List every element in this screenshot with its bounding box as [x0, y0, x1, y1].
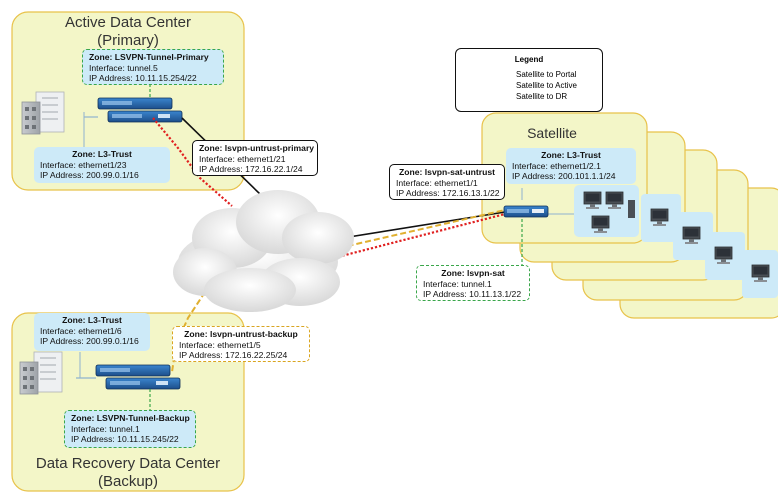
legend-item-dr: Satellite to DR — [516, 92, 568, 101]
dr-dc-title-line2: (Backup) — [97, 473, 159, 490]
active-untrust-zone-name: Zone: lsvpn-untrust-primary — [199, 143, 315, 153]
sat-tunnel-zone-box: Zone: lsvpn-sat Interface: tunnel.1 IP A… — [416, 265, 530, 301]
dr-untrust-zone-box: Zone: lsvpn-untrust-backup Interface: et… — [172, 326, 310, 362]
dr-trust-zone-box: Zone: L3-Trust Interface: ethernet1/6 IP… — [34, 313, 150, 351]
sat-trust-zone-name: Zone: L3-Trust — [541, 150, 601, 160]
active-untrust-zone-box: Zone: lsvpn-untrust-primary Interface: e… — [192, 140, 318, 176]
dr-tunnel-zone-name: Zone: LSVPN-Tunnel-Backup — [71, 413, 190, 423]
dr-untrust-zone-ip: IP Address: 172.16.22.25/24 — [179, 350, 288, 360]
legend-item-portal: Satellite to Portal — [516, 70, 577, 79]
active-tunnel-zone-interface: Interface: tunnel.5 — [89, 62, 158, 73]
active-tunnel-zone-ip: IP Address: 10.11.15.254/22 — [89, 73, 197, 83]
legend-title: Legend — [514, 55, 544, 64]
active-tunnel-zone-box: Zone: LSVPN-Tunnel-Primary Interface: tu… — [82, 49, 224, 85]
legend: Legend Satellite to Portal Satellite to … — [455, 48, 603, 112]
sat-untrust-zone-interface: Interface: ethernet1/1 — [396, 177, 478, 188]
sat-untrust-zone-box: Zone: lsvpn-sat-untrust Interface: ether… — [389, 164, 505, 200]
active-tunnel-zone-name: Zone: LSVPN-Tunnel-Primary — [89, 52, 209, 62]
dr-dc-title: Data Recovery Data Center (Backup) — [0, 455, 256, 491]
dr-trust-zone-ip: IP Address: 200.99.0.1/16 — [40, 336, 139, 346]
internet-cloud — [173, 190, 354, 312]
active-trust-zone-name: Zone: L3-Trust — [72, 149, 132, 159]
sat-trust-zone-interface: Interface: ethernet1/2.1 — [512, 160, 601, 171]
active-trust-zone-interface: Interface: ethernet1/23 — [40, 159, 127, 170]
dr-dc-title-line1: Data Recovery Data Center — [35, 455, 221, 472]
sat-untrust-zone-name: Zone: lsvpn-sat-untrust — [399, 167, 495, 177]
dr-trust-zone-interface: Interface: ethernet1/6 — [40, 325, 122, 336]
active-trust-zone-box: Zone: L3-Trust Interface: ethernet1/23 I… — [34, 147, 170, 183]
sat-tunnel-zone-name: Zone: lsvpn-sat — [441, 268, 505, 278]
active-untrust-zone-interface: Interface: ethernet1/21 — [199, 153, 286, 164]
active-untrust-zone-ip: IP Address: 172.16.22.1/24 — [199, 164, 303, 174]
dr-tunnel-zone-box: Zone: LSVPN-Tunnel-Backup Interface: tun… — [64, 410, 196, 448]
active-dc-title-line2: (Primary) — [97, 32, 159, 49]
sat-trust-zone-ip: IP Address: 200.101.1.1/24 — [512, 171, 616, 181]
legend-item-active: Satellite to Active — [516, 81, 577, 90]
sat-tunnel-zone-ip: IP Address: 10.11.13.1/22 — [423, 289, 522, 299]
satellite-title: Satellite — [527, 125, 577, 141]
dr-untrust-zone-interface: Interface: ethernet1/5 — [179, 339, 261, 350]
dr-trust-zone-name: Zone: L3-Trust — [62, 315, 122, 325]
sat-tunnel-zone-interface: Interface: tunnel.1 — [423, 278, 492, 289]
active-dc-title-line1: Active Data Center — [65, 14, 191, 31]
active-dc-title: Active Data Center (Primary) — [12, 14, 244, 50]
dr-tunnel-zone-interface: Interface: tunnel.1 — [71, 423, 140, 434]
satellite-firewall — [503, 205, 549, 218]
sat-untrust-zone-ip: IP Address: 172.16.13.1/22 — [396, 188, 500, 198]
active-trust-zone-ip: IP Address: 200.99.0.1/16 — [40, 170, 139, 180]
dr-untrust-zone-name: Zone: lsvpn-untrust-backup — [184, 329, 298, 339]
dr-tunnel-zone-ip: IP Address: 10.11.15.245/22 — [71, 434, 179, 444]
sat-trust-zone-box: Zone: L3-Trust Interface: ethernet1/2.1 … — [506, 148, 636, 184]
